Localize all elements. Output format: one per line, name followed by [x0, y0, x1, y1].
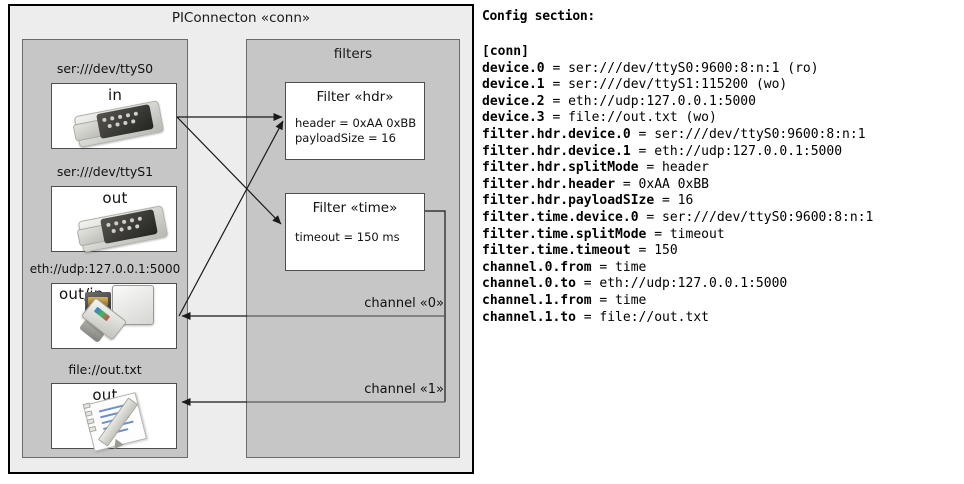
config-value: = eth://udp:127.0.0.1:5000: [630, 143, 843, 159]
config-line: device.0 = ser:///dev/ttyS0:9600:8:n:1 (…: [482, 61, 873, 78]
config-value: = ser:///dev/ttyS0:9600:8:n:1: [630, 126, 866, 142]
config-key: filter.time.device.0: [482, 209, 639, 225]
config-line: channel.1.to = file://out.txt: [482, 310, 873, 327]
config-key: filter.hdr.header: [482, 176, 616, 192]
config-key: filter.time.timeout: [482, 243, 631, 259]
config-line: channel.1.from = time: [482, 293, 873, 310]
config-line: device.3 = file://out.txt (wo): [482, 110, 873, 127]
channel-label-0: channel «0»: [364, 296, 444, 311]
device-box-file[interactable]: out: [51, 383, 177, 453]
config-key: channel.1.to: [482, 309, 576, 325]
device-box-ttys0[interactable]: in: [51, 83, 177, 149]
config-key: filter.time.splitMode: [482, 226, 647, 242]
filter-prop-payloadsize: payloadSize = 16: [295, 131, 396, 145]
config-line: device.2 = eth://udp:127.0.0.1:5000: [482, 94, 873, 111]
config-line: filter.hdr.header = 0xAA 0xBB: [482, 177, 873, 194]
config-key: channel.1.from: [482, 292, 592, 308]
config-key: filter.hdr.payloadSIze: [482, 193, 655, 209]
connection-diagram: PIConnecton «conn» ser:///dev/ttyS0 in s…: [8, 4, 474, 474]
config-value: = 0xAA 0xBB: [615, 176, 709, 192]
device-label-ttys1: ser:///dev/ttyS1: [56, 164, 154, 179]
config-line: filter.time.device.0 = ser:///dev/ttyS0:…: [482, 210, 873, 227]
serial-port-icon: [76, 205, 169, 253]
config-line: device.1 = ser:///dev/ttyS1:115200 (wo): [482, 77, 873, 94]
config-key: channel.0.to: [482, 276, 576, 292]
text-file-icon: [82, 392, 158, 453]
config-section: Config section: [conn]device.0 = ser:///…: [482, 0, 960, 484]
filter-title-time: Filter «time»: [312, 200, 398, 216]
config-value: = file://out.txt: [575, 309, 709, 325]
config-key: device.2: [482, 93, 545, 109]
config-line: [conn]: [482, 44, 873, 61]
filter-title-hdr: Filter «hdr»: [316, 89, 394, 105]
filter-prop-timeout: timeout = 150 ms: [295, 230, 400, 244]
filters-panel-title: filters: [333, 46, 373, 62]
config-key: channel.0.from: [482, 259, 592, 275]
config-line: channel.0.to = eth://udp:127.0.0.1:5000: [482, 276, 873, 293]
config-key: filter.hdr.device.0: [482, 126, 631, 142]
config-line: filter.hdr.device.1 = eth://udp:127.0.0.…: [482, 144, 873, 161]
config-value: = ser:///dev/ttyS0:9600:8:n:1: [638, 209, 874, 225]
config-value: = header: [638, 160, 709, 176]
device-label-file: file://out.txt: [68, 362, 142, 377]
ethernet-icon: [78, 285, 166, 351]
filter-box-time[interactable]: Filter «time» timeout = 150 ms: [285, 193, 425, 271]
device-io-ttys1: out: [102, 189, 128, 207]
config-value: = time: [591, 259, 647, 275]
filter-prop-header: header = 0xAA 0xBB: [295, 116, 417, 130]
config-value: = ser:///dev/ttyS1:115200 (wo): [544, 77, 788, 93]
device-io-ttys0: in: [107, 86, 123, 104]
channel-label-1: channel «1»: [364, 382, 444, 397]
device-box-ttys1[interactable]: out: [51, 186, 177, 253]
config-value: = eth://udp:127.0.0.1:5000: [575, 276, 788, 292]
device-label-ttys0: ser:///dev/ttyS0: [56, 61, 154, 76]
config-key: device.1: [482, 77, 545, 93]
config-line: filter.hdr.splitMode = header: [482, 160, 873, 177]
filter-box-hdr[interactable]: Filter «hdr» header = 0xAA 0xBB payloadS…: [285, 82, 425, 160]
config-line: filter.hdr.device.0 = ser:///dev/ttyS0:9…: [482, 127, 873, 144]
config-value: = eth://udp:127.0.0.1:5000: [544, 93, 756, 109]
serial-port-icon: [72, 100, 165, 148]
config-value: = ser:///dev/ttyS0:9600:8:n:1 (ro): [544, 60, 819, 76]
device-label-eth: eth://udp:127.0.0.1:5000: [29, 262, 181, 276]
page-title: PIConnecton «conn»: [171, 10, 311, 26]
config-line: channel.0.from = time: [482, 260, 873, 277]
config-text: [conn]device.0 = ser:///dev/ttyS0:9600:8…: [482, 44, 873, 326]
config-value: = 16: [654, 193, 694, 209]
config-line: filter.time.splitMode = timeout: [482, 227, 873, 244]
config-key: [conn]: [482, 44, 529, 59]
config-key: filter.hdr.splitMode: [482, 160, 639, 176]
config-line: filter.time.timeout = 150: [482, 243, 873, 260]
config-line: filter.hdr.payloadSIze = 16: [482, 193, 873, 210]
config-value: = timeout: [646, 226, 725, 242]
config-key: device.3: [482, 110, 545, 126]
config-value: = file://out.txt (wo): [544, 110, 717, 126]
config-heading: Config section:: [482, 9, 595, 24]
config-key: device.0: [482, 60, 545, 76]
config-value: = 150: [630, 243, 678, 259]
config-value: = time: [591, 292, 647, 308]
device-box-eth[interactable]: out/in: [51, 283, 177, 349]
config-key: filter.hdr.device.1: [482, 143, 631, 159]
